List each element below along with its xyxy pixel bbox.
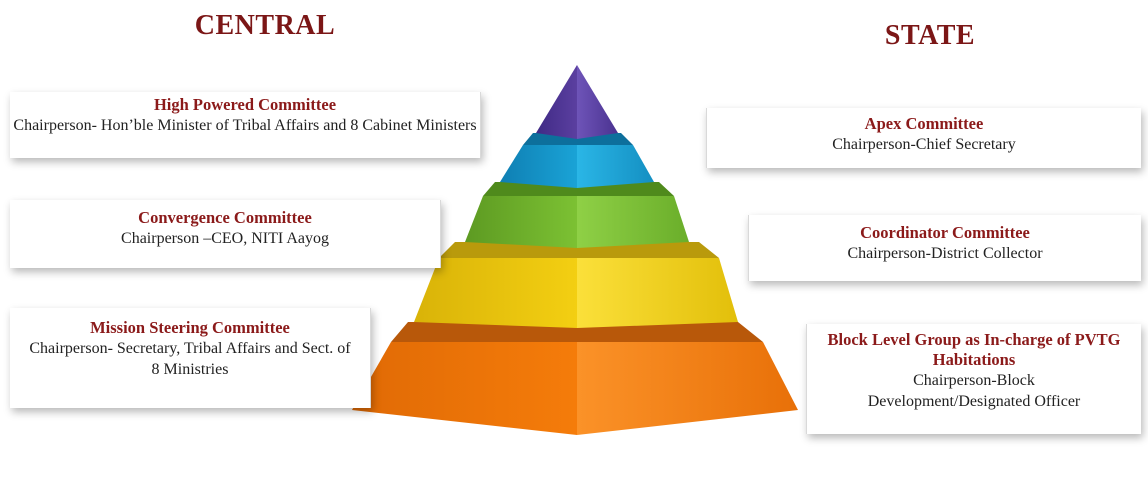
high-powered-committee-box: High Powered Committee Chairperson- Hon’… xyxy=(10,92,481,158)
committee-title: Coordinator Committee xyxy=(860,223,1030,242)
convergence-committee-box: Convergence Committee Chairperson –CEO, … xyxy=(10,200,441,268)
committee-chairperson: Chairperson-Block Development/Designated… xyxy=(867,372,1081,410)
pyramid-level-2 xyxy=(500,133,654,188)
state-heading: STATE xyxy=(884,20,976,51)
coordinator-committee-box: Coordinator Committee Chairperson-Distri… xyxy=(748,215,1141,281)
apex-committee-box: Apex Committee Chairperson-Chief Secreta… xyxy=(706,108,1141,168)
committee-title: Block Level Group as In-charge of PVTG H… xyxy=(827,330,1121,369)
block-level-group-box: Block Level Group as In-charge of PVTG H… xyxy=(806,324,1141,434)
committee-chairperson: Chairperson- Hon’ble Minister of Tribal … xyxy=(13,117,477,134)
committee-chairperson: Chairperson –CEO, NITI Aayog xyxy=(121,230,329,247)
committee-chairperson: Chairperson-District Collector xyxy=(847,245,1043,262)
governance-pyramid xyxy=(352,65,798,435)
committee-title: Apex Committee xyxy=(864,114,984,133)
mission-steering-committee-box: Mission Steering Committee Chairperson- … xyxy=(10,308,371,408)
pyramid-level-5 xyxy=(352,322,798,435)
committee-title: Mission Steering Committee xyxy=(90,318,290,337)
committee-title: Convergence Committee xyxy=(138,208,312,227)
pyramid-level-4 xyxy=(414,242,738,328)
committee-chairperson: Chairperson-Chief Secretary xyxy=(832,136,1016,153)
pyramid-level-1 xyxy=(536,65,618,139)
pyramid-level-3 xyxy=(465,182,689,248)
central-heading: CENTRAL xyxy=(194,10,336,41)
committee-title: High Powered Committee xyxy=(153,95,337,114)
committee-chairperson: Chairperson- Secretary, Tribal Affairs a… xyxy=(29,340,351,378)
